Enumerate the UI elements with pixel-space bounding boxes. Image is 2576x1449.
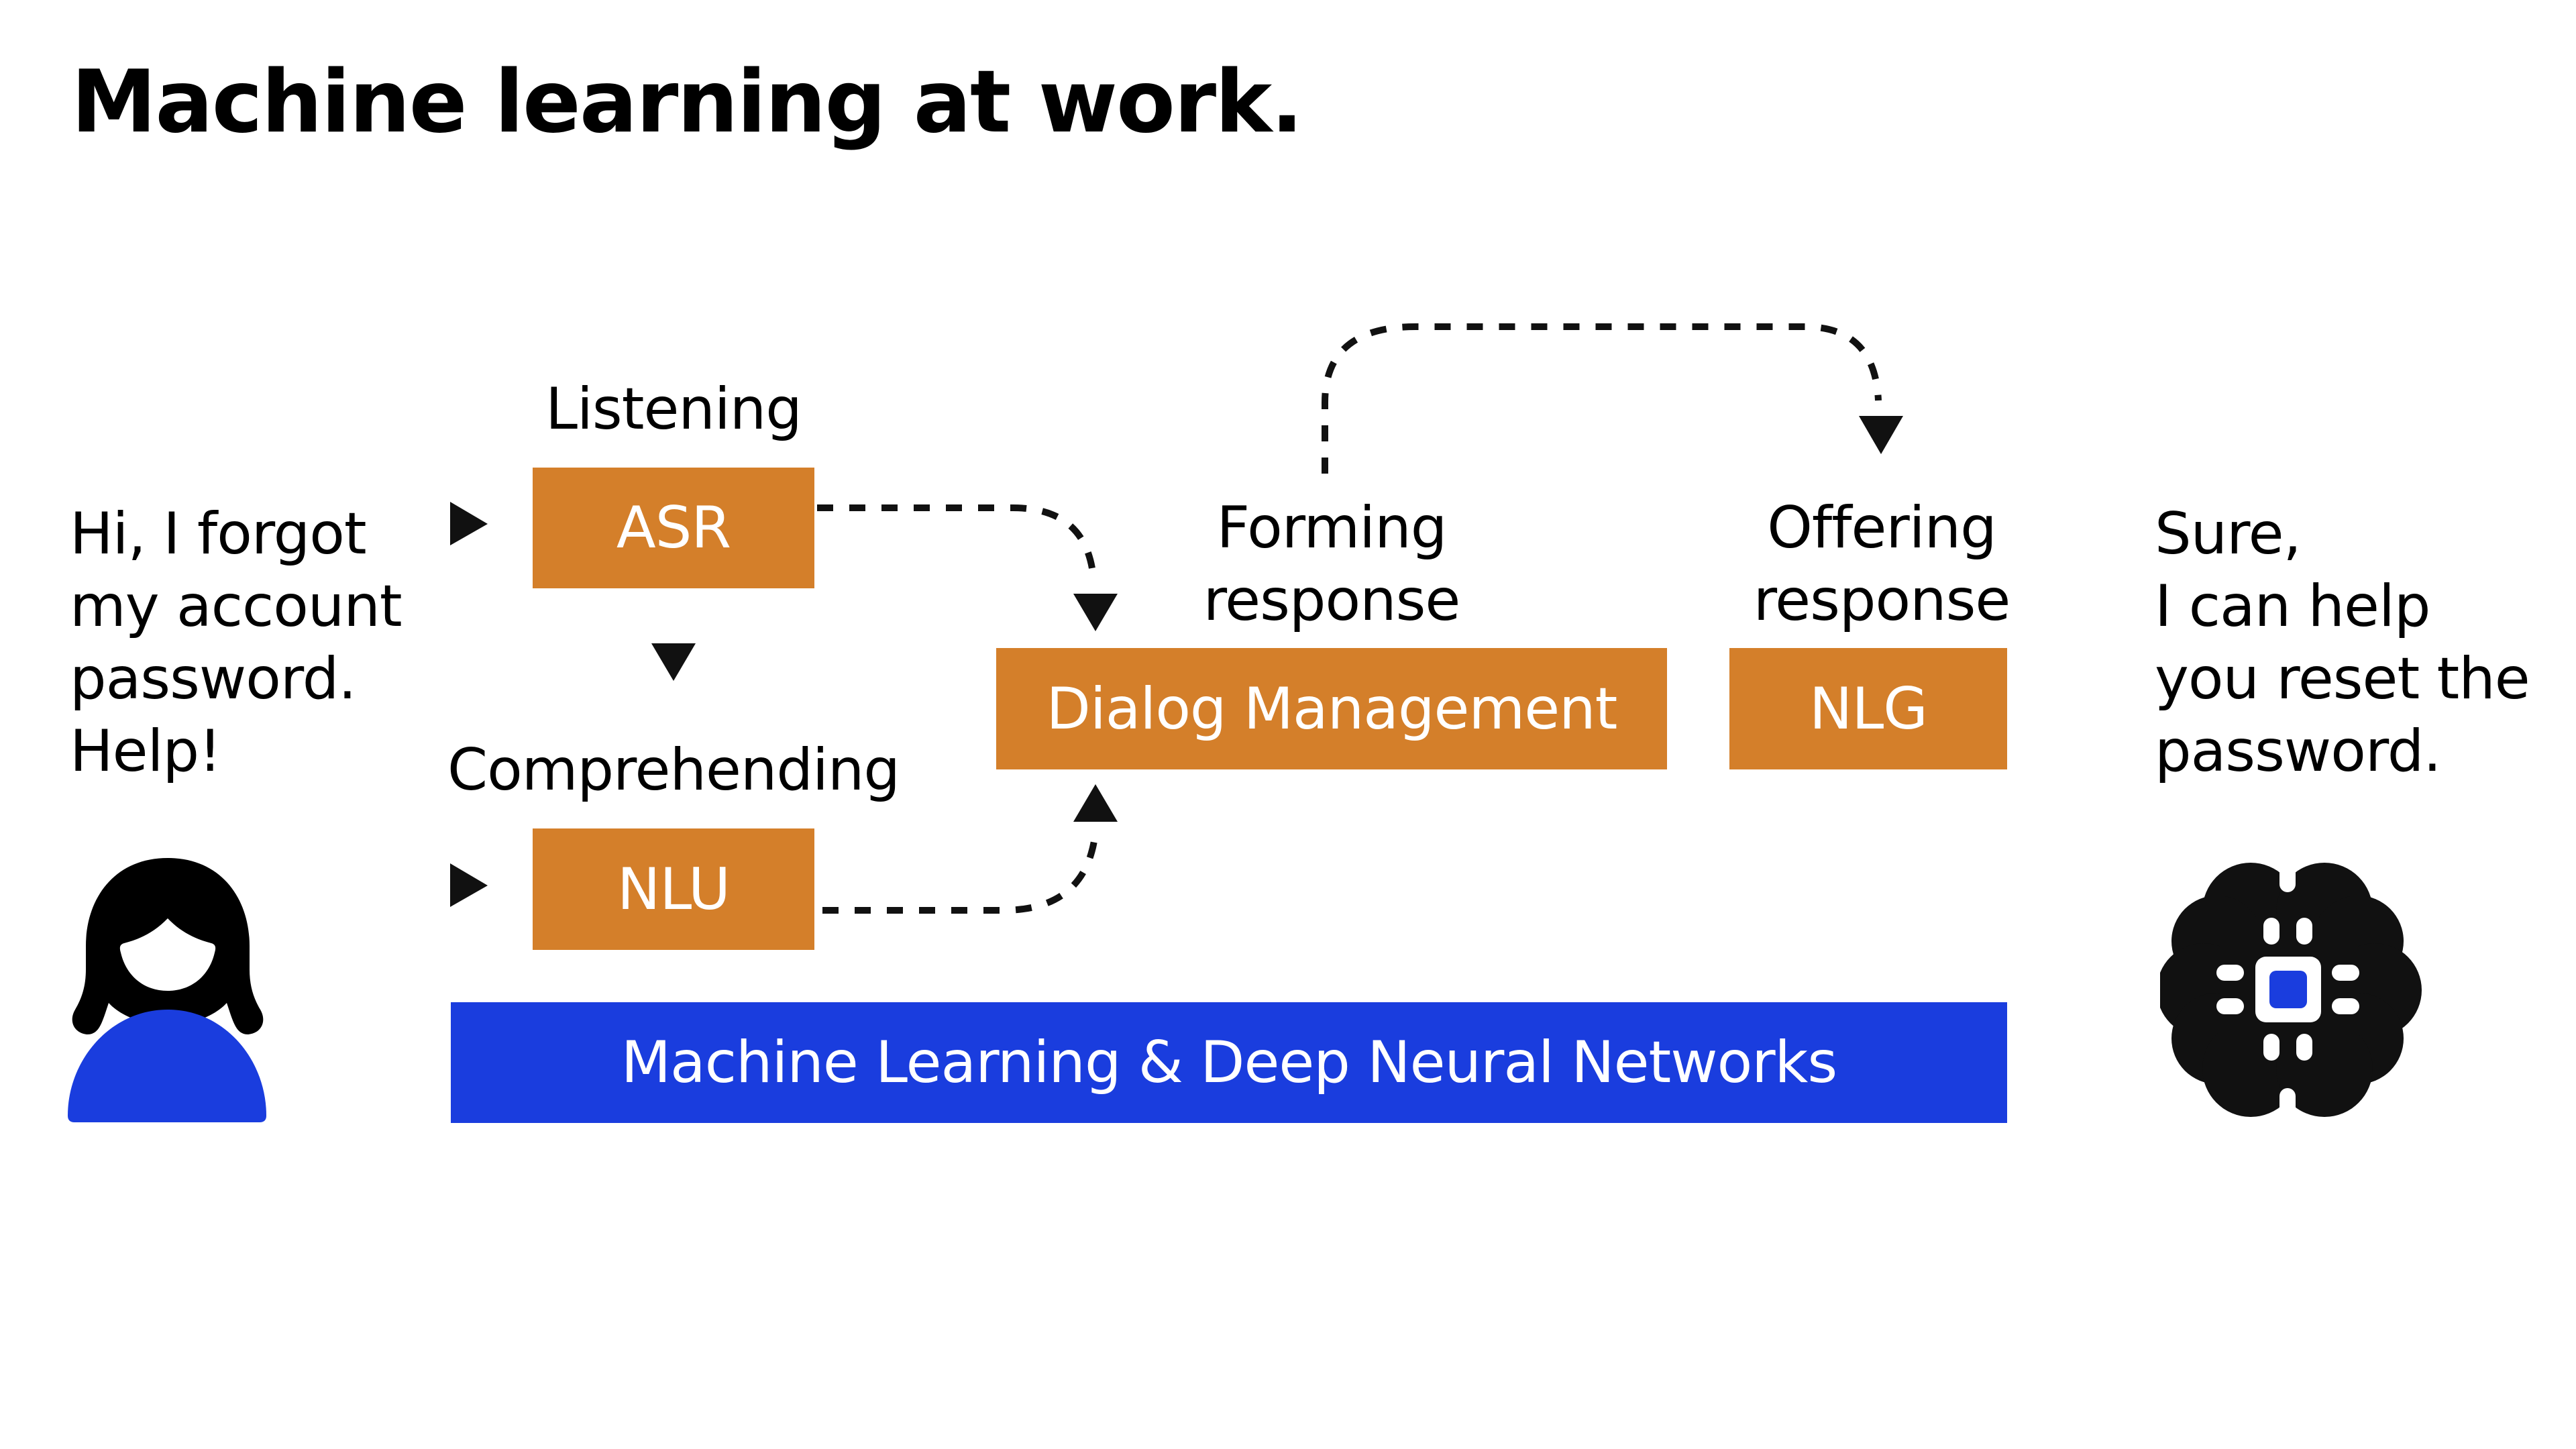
- asr-box: ASR: [533, 468, 814, 588]
- nlu-box: NLU: [533, 828, 814, 950]
- stage-label-forming-response: Forming response: [1203, 494, 1461, 634]
- chip-core: [2269, 971, 2307, 1008]
- stage-label-listening: Listening: [545, 376, 802, 443]
- brain-shape: [2160, 863, 2422, 1117]
- person-body: [68, 1010, 266, 1122]
- dialog-management-label: Dialog Management: [1046, 675, 1618, 743]
- bot-speech-text: Sure, I can help you reset the password.: [2155, 500, 2530, 785]
- nlu-to-dm-dashed-line: [822, 831, 1099, 914]
- stage-label-offering-response: Offering response: [1753, 494, 2011, 634]
- dm-to-nlg-dashed-line: [1322, 323, 1882, 474]
- ai-brain-chip-icon: [2160, 857, 2422, 1123]
- nlg-box: NLG: [1729, 648, 2007, 769]
- nlu-label: NLU: [617, 855, 731, 923]
- asr-label: ASR: [616, 494, 731, 561]
- page-title: Machine learning at work.: [71, 52, 1303, 152]
- input-arrow-asr-icon: [450, 502, 488, 545]
- person-icon: [68, 858, 266, 1122]
- user-speech-text: Hi, I forgot my account password. Help!: [70, 500, 402, 785]
- brain-bottom-notch: [2279, 1088, 2296, 1123]
- dialog-management-box: Dialog Management: [996, 648, 1667, 769]
- stage-label-comprehending: Comprehending: [447, 737, 900, 804]
- person-face: [119, 918, 216, 991]
- nlg-label: NLG: [1809, 675, 1928, 743]
- foundation-bar: Machine Learning & Deep Neural Networks: [451, 1002, 2007, 1123]
- nlu-to-dm-arrowhead-icon: [1073, 784, 1118, 822]
- asr-to-nlu-arrow-icon: [651, 643, 696, 681]
- dm-to-nlg-arrowhead-icon: [1859, 416, 1903, 454]
- brain-top-notch: [2279, 857, 2296, 892]
- foundation-label: Machine Learning & Deep Neural Networks: [621, 1029, 1837, 1096]
- asr-to-dm-dashed-line: [817, 504, 1097, 579]
- asr-to-dm-arrowhead-icon: [1073, 594, 1118, 631]
- input-arrow-nlu-icon: [450, 863, 488, 907]
